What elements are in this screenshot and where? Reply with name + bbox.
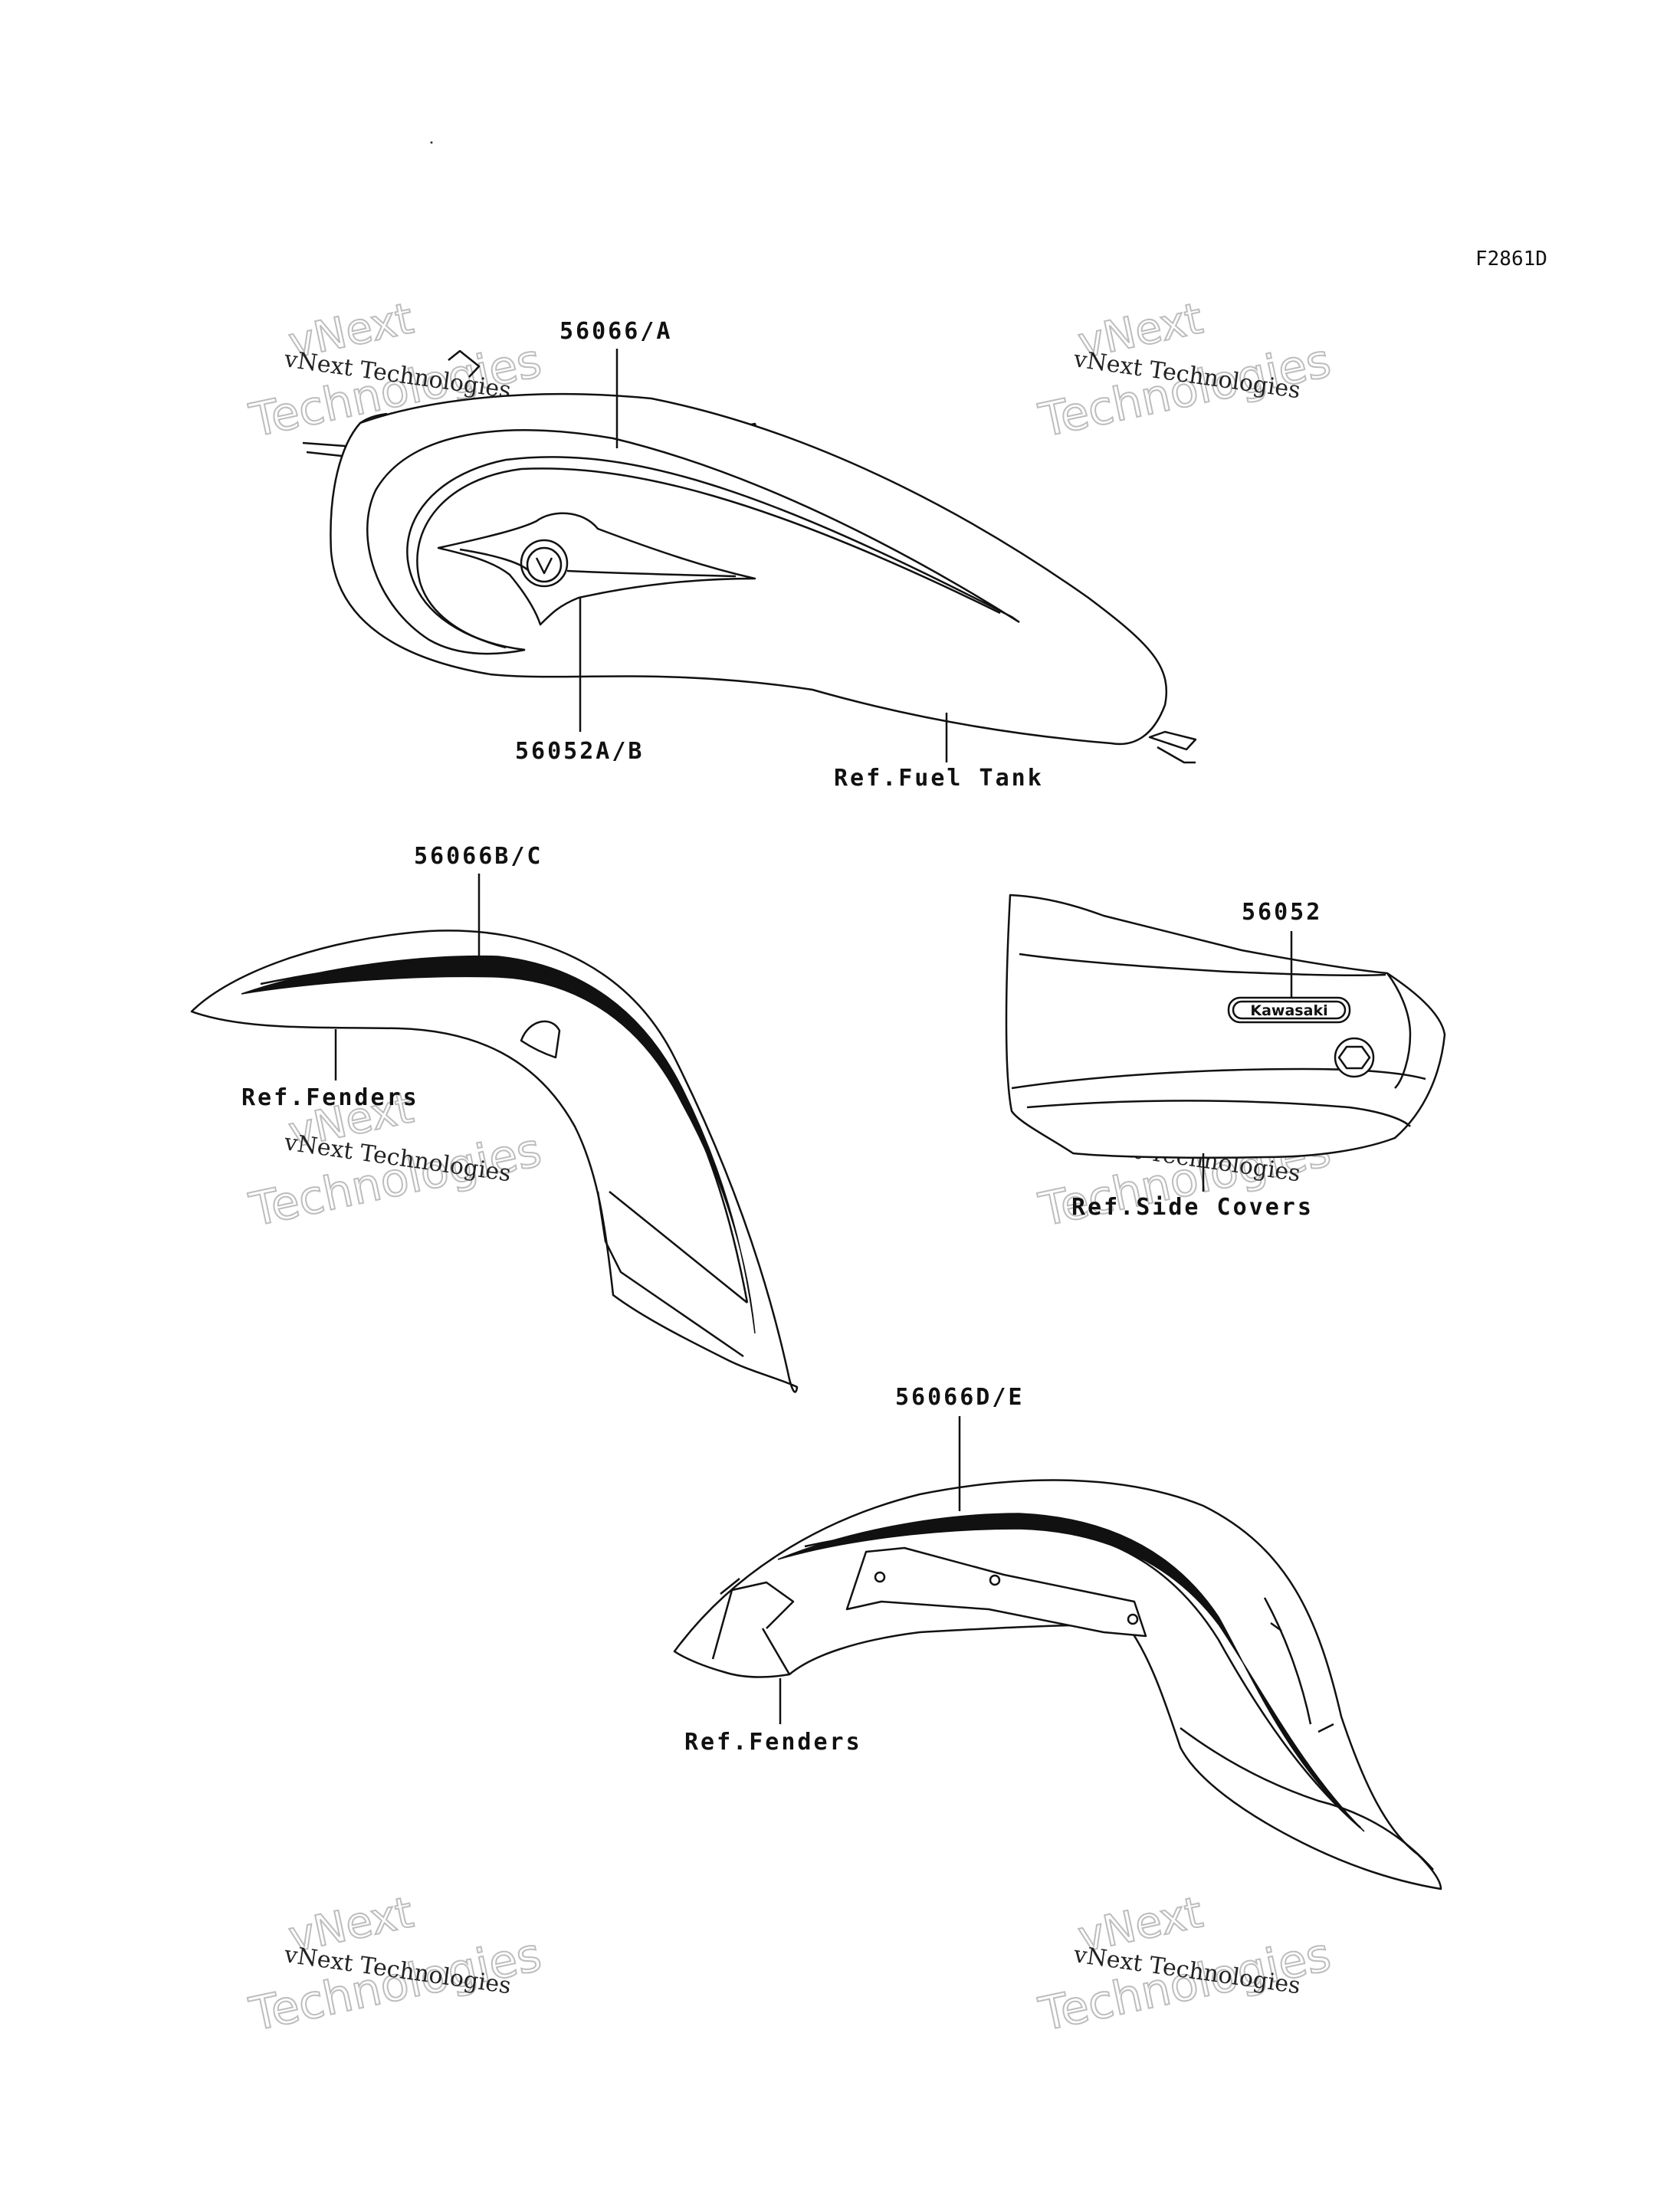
rear-fender-edge-tabs: [1270, 1622, 1334, 1733]
rear-fender-mount-hole: [989, 1574, 1001, 1586]
tank-emblem-wing-left: [459, 548, 530, 572]
callout-ref-rear-fenders: Ref.Fenders: [684, 1729, 862, 1756]
rear-fender-lower-crease: [1180, 1726, 1434, 1871]
watermark-top-right: vNext Technologies: [1034, 293, 1337, 448]
callout-ref-front-fenders: Ref.Fenders: [241, 1084, 419, 1111]
side-cover-upper-crease: [1019, 953, 1386, 977]
rear-fender-drawing: [673, 1479, 1442, 1890]
side-cover-body: [1005, 894, 1446, 1159]
rear-fender-rim-line: [1263, 1597, 1312, 1725]
tank-front-mount-line: [1157, 746, 1196, 764]
side-cover-bottom-crease: [1026, 1100, 1411, 1127]
side-cover-front-edge: [1386, 972, 1412, 1089]
callout-56052: 56052: [1242, 899, 1322, 926]
side-cover-hex-bolt: [1337, 1045, 1371, 1070]
tank-stripe-outer: [366, 429, 1020, 655]
side-cover-emblem-inner: [1232, 1000, 1347, 1020]
tank-rear-lip: [359, 412, 388, 425]
callout-56066b-c: 56066B/C: [414, 843, 543, 870]
front-fender-lower-crease: [609, 1191, 748, 1303]
rear-fender-side-notch-line: [761, 1628, 791, 1675]
tank-emblem-plate: [437, 512, 756, 626]
rear-fender-stripe-outline: [804, 1523, 1361, 1828]
front-fender-side-edge: [596, 1191, 744, 1358]
diagram-code: F2861D: [1475, 248, 1547, 271]
tank-emblem-badge: [526, 546, 563, 583]
rear-fender-body: [673, 1479, 1442, 1890]
tank-stripe-inner-line: [416, 467, 1001, 649]
front-fender-stripe-outline: [260, 961, 749, 1303]
tank-emblem-wing-right: [566, 569, 737, 578]
side-cover-drawing: Kawasaki: [1005, 894, 1446, 1159]
watermark-bottom-left: vNext Technologies: [244, 1887, 547, 2042]
callout-56066-a: 56066/A: [559, 318, 672, 345]
callout-56066d-e: 56066D/E: [895, 1384, 1025, 1411]
tank-front-mount: [1148, 730, 1197, 751]
rear-fender-mount-plate: [845, 1546, 1147, 1638]
callout-ref-fuel-tank: Ref.Fuel Tank: [834, 765, 1044, 792]
watermark-bottom-right: vNext Technologies: [1034, 1887, 1337, 2042]
side-cover-emblem-text: Kawasaki: [1250, 1002, 1327, 1019]
rear-fender-edge-detail: [720, 1578, 740, 1595]
front-fender-fork-mount: [520, 1020, 561, 1059]
tank-top-bracket: [448, 349, 481, 378]
rear-fender-mount-hole: [1127, 1613, 1139, 1625]
rear-fender-side-notch: [711, 1581, 795, 1660]
rear-fender-mount-hole: [874, 1571, 886, 1583]
fuel-tank-drawing: [302, 349, 1197, 764]
callout-56052a-b: 56052A/B: [515, 738, 645, 765]
rear-fender-stripe: [777, 1513, 1365, 1832]
front-fender-drawing: [190, 930, 799, 1393]
front-fender-stripe: [241, 955, 756, 1334]
tank-body: [330, 392, 1168, 746]
tank-emblem-v-icon: [535, 557, 553, 575]
side-cover-lower-crease: [1011, 1067, 1426, 1090]
callout-ref-side-covers: Ref.Side Covers: [1071, 1194, 1314, 1221]
stray-dot: [430, 141, 433, 144]
